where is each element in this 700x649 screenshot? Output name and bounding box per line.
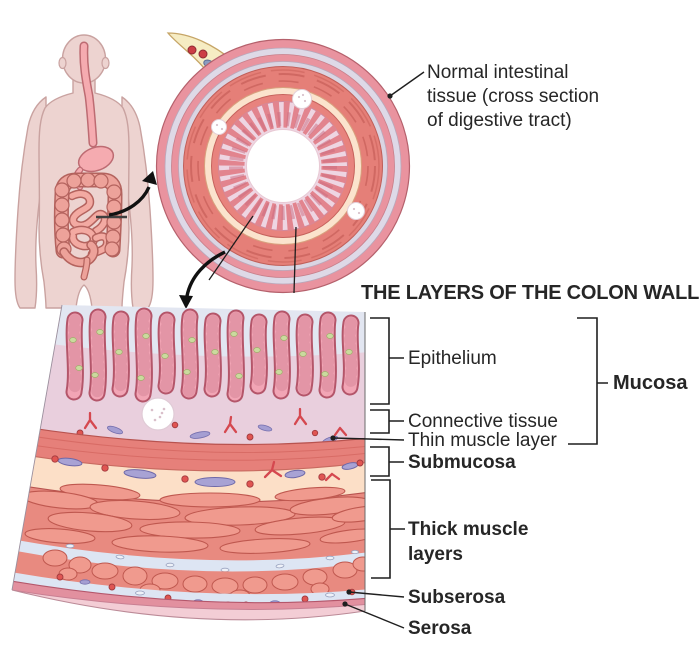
goblet-cells (69, 329, 353, 381)
lymphoid-nodule (141, 397, 175, 431)
thick-muscle-bracket (371, 479, 405, 579)
callout-line: of digestive tract) (427, 110, 572, 131)
label-thick-muscle-layers: Thick muscle layers (408, 519, 529, 565)
arrowhead (179, 295, 193, 309)
lymphoid-clusters (211, 89, 365, 220)
label-mucosa: Mucosa (613, 372, 688, 394)
submucosa-vessels (51, 455, 364, 488)
body-figure (14, 34, 154, 309)
label-connective-tissue: Connective tissue (408, 411, 558, 432)
diagram-title: THE LAYERS OF THE COLON WALL (361, 282, 700, 304)
red-blood-cell (198, 49, 208, 59)
connective-tissue-vessels (76, 397, 348, 445)
stomach (77, 145, 115, 173)
epithelium-bracket (370, 317, 404, 405)
arrow-body-to-cross-section (108, 171, 157, 217)
connective-tissue-bracket (370, 409, 404, 434)
submucosa-bracket (370, 446, 404, 477)
serosa-leader (344, 603, 405, 629)
section-marker-lines (208, 215, 297, 294)
red-blood-cell (187, 45, 197, 55)
label-epithelium: Epithelium (408, 348, 497, 369)
arrowhead (142, 171, 157, 185)
esophagus (80, 43, 96, 146)
body-right-ear (101, 56, 110, 70)
body-left-ear (58, 56, 67, 70)
thick-muscle-inner-bundles (21, 483, 365, 554)
leader-lines (330, 71, 425, 629)
label-thin-muscle-layer: Thin muscle layer (408, 430, 557, 451)
annotation-brackets (370, 317, 608, 579)
label-subserosa: Subserosa (408, 587, 506, 608)
label-submucosa: Submucosa (408, 452, 516, 473)
callout-line: Normal intestinal (427, 62, 569, 83)
lumen (246, 129, 320, 203)
colon (53, 172, 123, 281)
arrow-cross-section-to-detail (179, 250, 226, 309)
cross-section-illustration (155, 38, 411, 294)
mucosa-bracket (568, 317, 608, 445)
label-serosa: Serosa (408, 618, 472, 639)
subserosa-leader (348, 591, 405, 598)
normal-tissue-callout: Normal intestinal tissue (cross section … (427, 61, 599, 133)
thin-muscle-leader (332, 437, 405, 441)
tissue-detail (12, 305, 365, 620)
callout-line: tissue (cross section (427, 86, 600, 107)
epithelium-layer (65, 307, 360, 403)
tissue-detail-edges (11, 304, 366, 621)
callout-leader (389, 71, 425, 97)
